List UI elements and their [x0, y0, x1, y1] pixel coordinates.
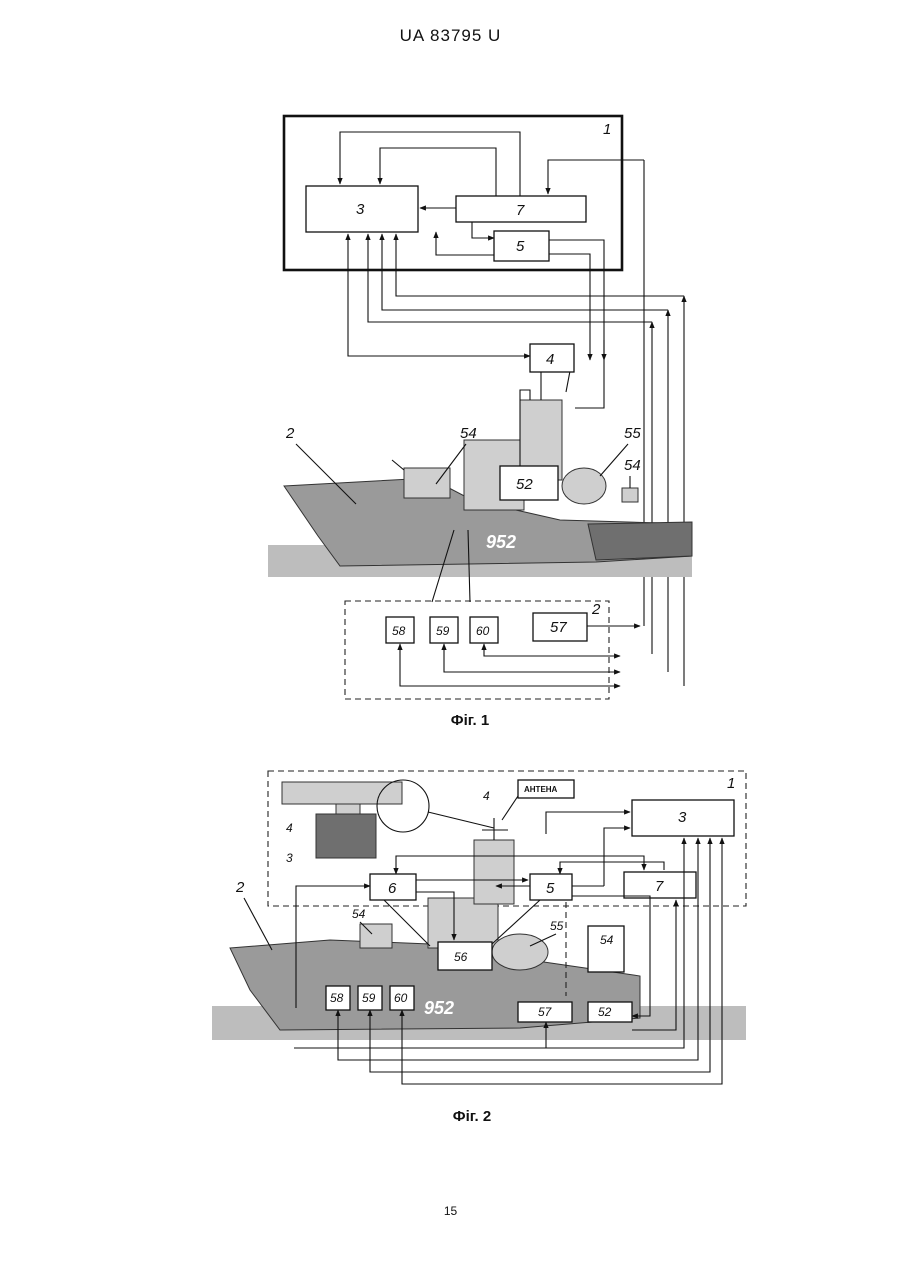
fig1-label-2: 2 [591, 601, 601, 618]
fig1-aft-gun [622, 488, 638, 502]
fig1-link-7-5 [472, 222, 494, 238]
figure-1: 1 3 7 5 [268, 116, 692, 699]
fig1-block-58-label: 58 [392, 624, 406, 638]
fig2-block-3-label: 3 [678, 809, 687, 826]
fig1-callout-54a: 54 [460, 425, 477, 442]
fig2-inset-equipment [316, 814, 376, 858]
fig1-block-4-label: 4 [546, 351, 554, 368]
fig1-caption: Фіг. 1 [370, 712, 570, 729]
fig2-caption: Фіг. 2 [372, 1108, 572, 1125]
fig2-inset-antenna [282, 782, 402, 804]
fig2-callout-4: 4 [483, 789, 490, 803]
fig2-zoom-circle [377, 780, 429, 832]
fig1-block-7-label: 7 [516, 202, 525, 219]
fig1-block-57-label: 57 [550, 619, 567, 636]
fig2-callout-54: 54 [352, 907, 366, 921]
fig2-hull-number: 952 [424, 998, 454, 1018]
fig2-callout-4s: 4 [286, 821, 293, 835]
fig2-block-54-label: 54 [600, 933, 614, 947]
fig1-block-59-label: 59 [436, 624, 450, 638]
fig2-zoom-leader [428, 812, 494, 828]
fig1-link-60 [484, 644, 620, 656]
fig1-link-5-4a [549, 240, 604, 408]
fig1-ship-stern [588, 522, 692, 560]
fig2-block-7-label: 7 [655, 878, 664, 895]
fig2-antenna-label: АНТЕНА [524, 785, 558, 794]
fig2-callout-3s: 3 [286, 851, 293, 865]
fig2-launcher [492, 934, 548, 970]
fig2-superstructure [428, 898, 498, 948]
fig2-gun-turret [360, 924, 392, 948]
fig1-launcher [562, 468, 606, 504]
fig2-block-52-label: 52 [598, 1005, 612, 1019]
fig1-hull-number: 952 [486, 532, 516, 552]
fig1-callout-54b: 54 [624, 457, 641, 474]
fig2-block-6-label: 6 [388, 880, 397, 897]
fig2-block-60-label: 60 [394, 991, 408, 1005]
fig2-block-59-label: 59 [362, 991, 376, 1005]
fig2-link-antenna-3 [546, 812, 630, 834]
fig1-link-58 [400, 644, 620, 686]
fig2-block-56-label: 56 [454, 950, 468, 964]
fig2-mast [482, 818, 508, 840]
figure-2: 1 4 3 АНТЕНА 4 952 3 [212, 771, 746, 1084]
fig1-callout-2: 2 [285, 425, 295, 442]
fig1-gun-barrel [392, 460, 404, 470]
fig1-block-52-label: 52 [516, 476, 533, 493]
fig1-block-60-label: 60 [476, 624, 490, 638]
fig1-block-3-label: 3 [356, 201, 365, 218]
fig1-link-59 [444, 644, 620, 672]
fig1-gun-turret [404, 468, 450, 498]
fig1-link-right-7 [548, 160, 644, 194]
fig2-callout-55: 55 [550, 919, 564, 933]
fig1-label-1: 1 [603, 121, 611, 138]
page-number: 15 [0, 1204, 901, 1218]
fig2-label-1: 1 [727, 775, 735, 792]
fig2-block-5-label: 5 [546, 880, 555, 897]
fig2-link-6-7 [396, 856, 644, 874]
fig1-block-5-label: 5 [516, 238, 525, 255]
fig2-block-57-label: 57 [538, 1005, 553, 1019]
fig2-antenna-leader [502, 796, 518, 820]
fig1-leader-54a [436, 444, 466, 484]
fig2-callout-2: 2 [235, 879, 245, 896]
fig2-mast-base [474, 840, 514, 904]
fig1-link-3-5 [436, 232, 494, 255]
fig1-callout-55: 55 [624, 425, 641, 442]
fig2-block-58-label: 58 [330, 991, 344, 1005]
